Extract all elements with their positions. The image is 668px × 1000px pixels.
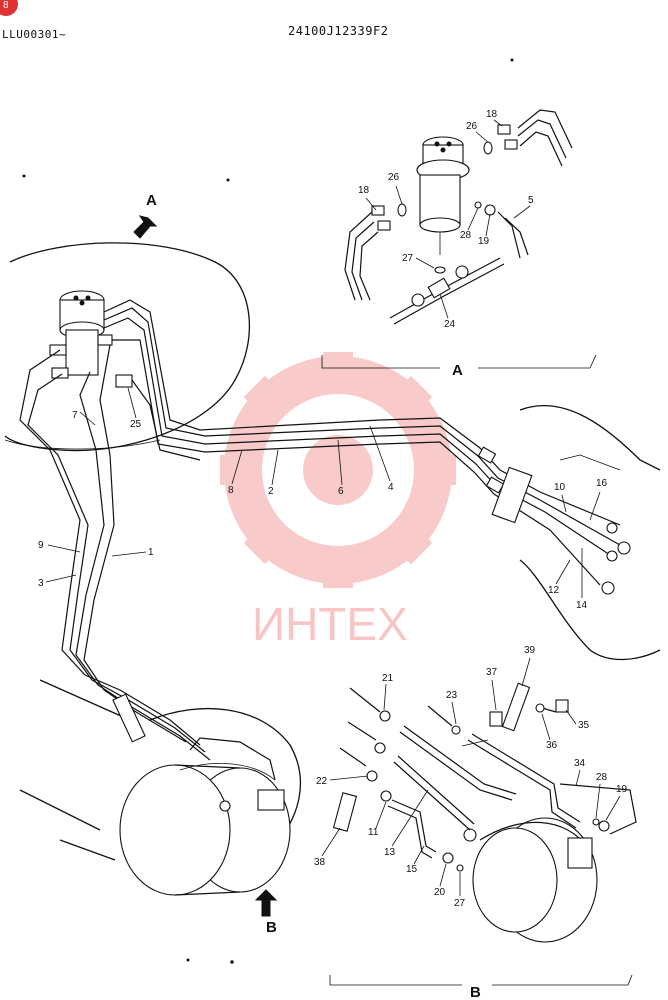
callout-a-5: 5 xyxy=(528,195,534,206)
callout-25: 25 xyxy=(130,419,142,430)
callout-16: 16 xyxy=(596,478,608,489)
callouts-detail-b: 21 37 39 23 35 36 34 28 19 22 xyxy=(314,645,628,909)
callout-b-27: 27 xyxy=(454,898,466,909)
callout-b-28: 28 xyxy=(596,772,608,783)
fittings-detail-b xyxy=(332,682,610,872)
callout-a-27: 27 xyxy=(402,253,414,264)
watermark-text: ИНТЕХ xyxy=(252,598,408,650)
detail-view-a: A 18 26 26 18 5 28 19 27 24 xyxy=(321,109,597,379)
view-arrow-a-label: A xyxy=(146,192,157,209)
callout-b-37: 37 xyxy=(486,667,498,678)
tube-bundle-down xyxy=(19,344,276,781)
callout-10: 10 xyxy=(554,482,566,493)
callout-3: 3 xyxy=(38,578,44,589)
main-view: A B 7 25 9 1 3 8 2 6 xyxy=(4,192,661,936)
watermark-gear xyxy=(220,352,456,588)
callout-b-19: 19 xyxy=(616,784,628,795)
callout-b-13: 13 xyxy=(384,847,396,858)
callout-b-23: 23 xyxy=(446,690,458,701)
callout-1: 1 xyxy=(148,547,154,558)
callout-7: 7 xyxy=(72,410,78,421)
callout-b-20: 20 xyxy=(434,887,446,898)
tube-clamp-main xyxy=(112,693,146,743)
swivel-joint-detail-a xyxy=(416,136,470,255)
view-arrow-b: B xyxy=(254,889,278,936)
callout-a-18-right: 18 xyxy=(486,109,498,120)
callout-2: 2 xyxy=(268,486,274,497)
callout-a-24: 24 xyxy=(444,319,456,330)
view-arrow-a: A xyxy=(133,192,158,239)
tubes-detail-a xyxy=(344,109,573,325)
callout-a-19: 19 xyxy=(478,236,490,247)
callout-b-38: 38 xyxy=(314,857,326,868)
callout-8: 8 xyxy=(228,485,234,496)
scan-specks xyxy=(22,58,514,964)
header-code-center: 24100J12339F2 xyxy=(288,24,389,38)
callout-6: 6 xyxy=(338,486,344,497)
callout-14: 14 xyxy=(576,600,588,611)
fittings-detail-a xyxy=(371,124,518,274)
callout-b-22: 22 xyxy=(316,776,328,787)
callout-a-26-right: 26 xyxy=(466,121,478,132)
callouts-detail-a: 18 26 26 18 5 28 19 27 24 xyxy=(358,109,534,330)
view-a-title: A xyxy=(452,362,463,379)
callout-b-34: 34 xyxy=(574,758,586,769)
corner-mark: 8 xyxy=(0,0,18,16)
travel-motor-main xyxy=(119,707,302,896)
callout-a-28: 28 xyxy=(460,230,472,241)
header-code-left: LLU00301~ xyxy=(2,28,67,41)
callout-4: 4 xyxy=(388,482,394,493)
main-callouts: 7 25 9 1 3 8 2 6 4 10 16 xyxy=(38,387,608,611)
callout-b-35: 35 xyxy=(578,720,590,731)
callout-b-11: 11 xyxy=(368,827,379,838)
right-fittings xyxy=(477,446,631,595)
view-b-title: B xyxy=(470,984,481,1000)
tubes-detail-b xyxy=(387,725,637,859)
callout-b-21: 21 xyxy=(382,673,394,684)
callout-b-15: 15 xyxy=(406,864,418,875)
callout-a-26-left: 26 xyxy=(388,172,400,183)
callout-a-18-left: 18 xyxy=(358,185,370,196)
callout-9: 9 xyxy=(38,540,44,551)
callout-12: 12 xyxy=(548,585,560,596)
callout-b-36: 36 xyxy=(546,740,558,751)
view-arrow-b-label: B xyxy=(266,919,277,936)
swivel-joint-main xyxy=(49,290,133,388)
detail-view-b: B 21 37 39 23 35 36 34 28 19 xyxy=(314,645,637,1000)
callout-b-39: 39 xyxy=(524,645,536,656)
corner-mark-text: 8 xyxy=(3,0,9,11)
travel-motor-detail-b xyxy=(463,817,598,943)
